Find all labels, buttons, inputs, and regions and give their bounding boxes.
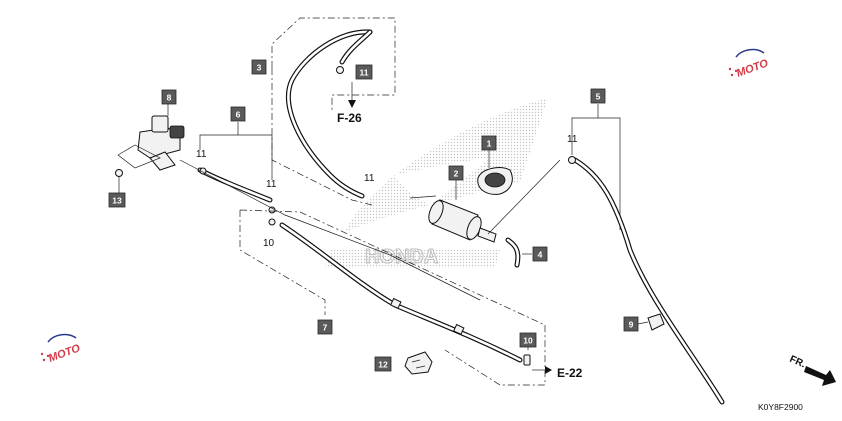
callout-9: 9 bbox=[623, 316, 639, 332]
part-number-11: 11 bbox=[266, 179, 277, 190]
svg-text:HONDA: HONDA bbox=[365, 246, 438, 268]
clip-part-12 bbox=[404, 351, 433, 375]
svg-text:2: 2 bbox=[454, 169, 459, 179]
callout-6: 6 bbox=[230, 106, 246, 122]
svg-text:8: 8 bbox=[167, 93, 172, 103]
callout-3: 3 bbox=[251, 59, 267, 75]
callout-2: 2 bbox=[448, 165, 464, 181]
callout-8: 8 bbox=[161, 89, 177, 105]
moto-watermark-logo: MOTO bbox=[728, 48, 770, 80]
canister-part-2 bbox=[409, 180, 497, 243]
clamp-icon bbox=[568, 156, 576, 164]
clamp-icon bbox=[268, 218, 276, 226]
svg-text:3: 3 bbox=[257, 63, 262, 73]
reference-f26: F-26 bbox=[337, 111, 362, 125]
svg-text:7: 7 bbox=[323, 323, 328, 333]
reference-e22: E-22 bbox=[557, 366, 583, 380]
callout-4: 4 bbox=[532, 246, 548, 262]
svg-text:4: 4 bbox=[538, 250, 543, 260]
svg-text:6: 6 bbox=[236, 110, 241, 120]
diagram-code: K0Y8F2900 bbox=[758, 402, 803, 412]
front-direction-arrow: FR. bbox=[788, 354, 836, 386]
callout-13: 13 bbox=[108, 192, 126, 208]
part-number-11: 11 bbox=[567, 134, 578, 145]
moto-watermark-logo: MOTO bbox=[40, 333, 82, 365]
svg-text:FR.: FR. bbox=[788, 354, 807, 371]
solenoid-valve-part-8 bbox=[137, 104, 185, 171]
svg-text:5: 5 bbox=[596, 92, 601, 102]
clamp-part-9 bbox=[637, 313, 665, 331]
part-number-11: 11 bbox=[364, 173, 375, 184]
callout-1: 1 bbox=[481, 135, 497, 151]
callout-7: 7 bbox=[317, 319, 333, 335]
callout-11: 11 bbox=[355, 64, 373, 80]
part-number-11: 11 bbox=[196, 149, 207, 160]
svg-text:MOTO: MOTO bbox=[735, 57, 770, 80]
bolt-icon bbox=[115, 169, 123, 177]
svg-text:9: 9 bbox=[629, 320, 634, 330]
callout-12: 12 bbox=[374, 356, 392, 372]
svg-text:13: 13 bbox=[112, 196, 122, 206]
svg-text:11: 11 bbox=[360, 68, 369, 78]
callout-10: 10 bbox=[519, 332, 537, 348]
svg-text:MOTO: MOTO bbox=[47, 342, 82, 365]
svg-text:10: 10 bbox=[523, 336, 533, 346]
svg-text:12: 12 bbox=[378, 360, 388, 370]
svg-text:1: 1 bbox=[487, 139, 492, 149]
callout-5: 5 bbox=[590, 88, 606, 104]
clamp-icon bbox=[336, 66, 344, 74]
holder-part-1 bbox=[477, 150, 513, 195]
part-number-10: 10 bbox=[263, 238, 275, 249]
part-3-group bbox=[271, 17, 396, 206]
